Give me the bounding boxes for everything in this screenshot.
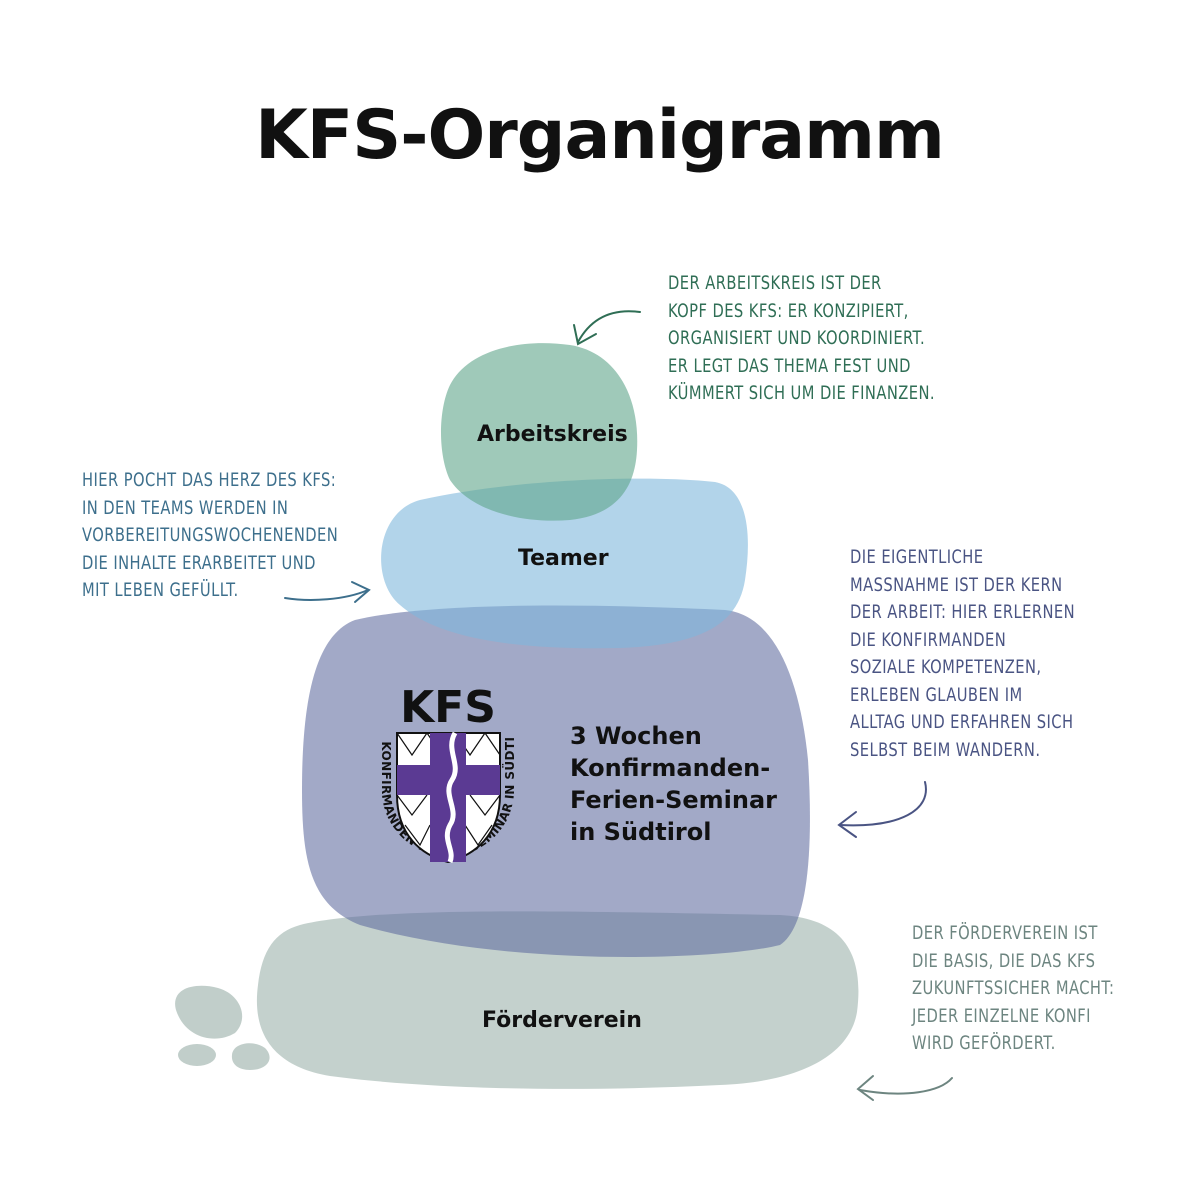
note-line: Jeder einzelne Konfi [912, 1004, 1091, 1027]
note-line: die Konfirmanden [850, 628, 1007, 651]
note-line: organisiert und koordiniert. [668, 327, 926, 349]
note-line: kümmert sich um die Finanzen. [668, 382, 936, 404]
note-line: die Inhalte erarbeitet und [82, 551, 316, 574]
arrow-arbeitskreis [573, 310, 641, 346]
note-line: Vorbereitungswochenenden [82, 524, 339, 546]
note-line: Alltag und erfahren sich [850, 711, 1074, 733]
seminar-label-line: in Südtirol [570, 818, 712, 846]
kfs-logo: KFS KONFIRMANDEN-FERIEN-SEMINAR IN SÜDTI… [0, 0, 517, 864]
note-line: Kopf des KFS: er konzipiert, [668, 299, 909, 322]
foerderverein-label: Förderverein [482, 1008, 642, 1033]
teamer-label: Teamer [518, 546, 609, 571]
pebble-small-left [178, 1044, 216, 1066]
arrow-seminar [837, 781, 927, 838]
arbeitskreis-stone [441, 343, 638, 521]
page-title: KFS-Organigramm [255, 96, 945, 175]
arbeitskreis-label: Arbeitskreis [477, 422, 628, 447]
pebble-small-right [231, 1043, 270, 1070]
note-line: Hier pocht das Herz des KFS: [82, 469, 337, 491]
note-line: Er legt das Thema fest und [668, 354, 911, 377]
seminar-label-line: Ferien-Seminar [570, 786, 777, 814]
note-seminar: Die eigentliche Maßnahme ist der Kern de… [850, 544, 1075, 764]
note-line: Der Arbeitskreis ist der [668, 272, 882, 294]
note-line: selbst beim Wandern. [850, 738, 1041, 761]
seminar-stone [302, 605, 810, 957]
seminar-label-line: Konfirmanden- [570, 754, 771, 782]
logo-abbr: KFS [400, 682, 496, 733]
note-line: wird gefördert. [912, 1032, 1056, 1054]
note-line: die Basis, die das KFS [912, 949, 1096, 972]
note-line: Der Förderverein ist [912, 922, 1098, 944]
seminar-label: 3 Wochen Konfirmanden- Ferien-Seminar in… [570, 720, 777, 848]
note-line: zukunftssicher macht: [912, 977, 1115, 999]
arrow-foerderverein [856, 1075, 953, 1101]
note-line: In den Teams werden in [82, 496, 289, 519]
foerderverein-stone [256, 911, 859, 1089]
note-line: mit Leben gefüllt. [82, 579, 239, 601]
arrow-teamer [284, 581, 371, 603]
note-arbeitskreis: Der Arbeitskreis ist der Kopf des KFS: e… [668, 270, 935, 408]
note-teamer: Hier pocht das Herz des KFS: In den Team… [82, 467, 338, 605]
note-line: soziale Kompetenzen, [850, 656, 1042, 678]
note-line: erleben Glauben im [850, 683, 1023, 706]
logo-river [444, 731, 458, 863]
note-foerderverein: Der Förderverein ist die Basis, die das … [912, 920, 1114, 1058]
note-line: Die eigentliche [850, 546, 984, 568]
pebble-large [175, 985, 243, 1039]
note-line: Maßnahme ist der Kern [850, 573, 1063, 596]
seminar-label-line: 3 Wochen [570, 722, 702, 750]
teamer-stone [381, 478, 748, 649]
note-line: der Arbeit: Hier erlernen [850, 601, 1076, 623]
